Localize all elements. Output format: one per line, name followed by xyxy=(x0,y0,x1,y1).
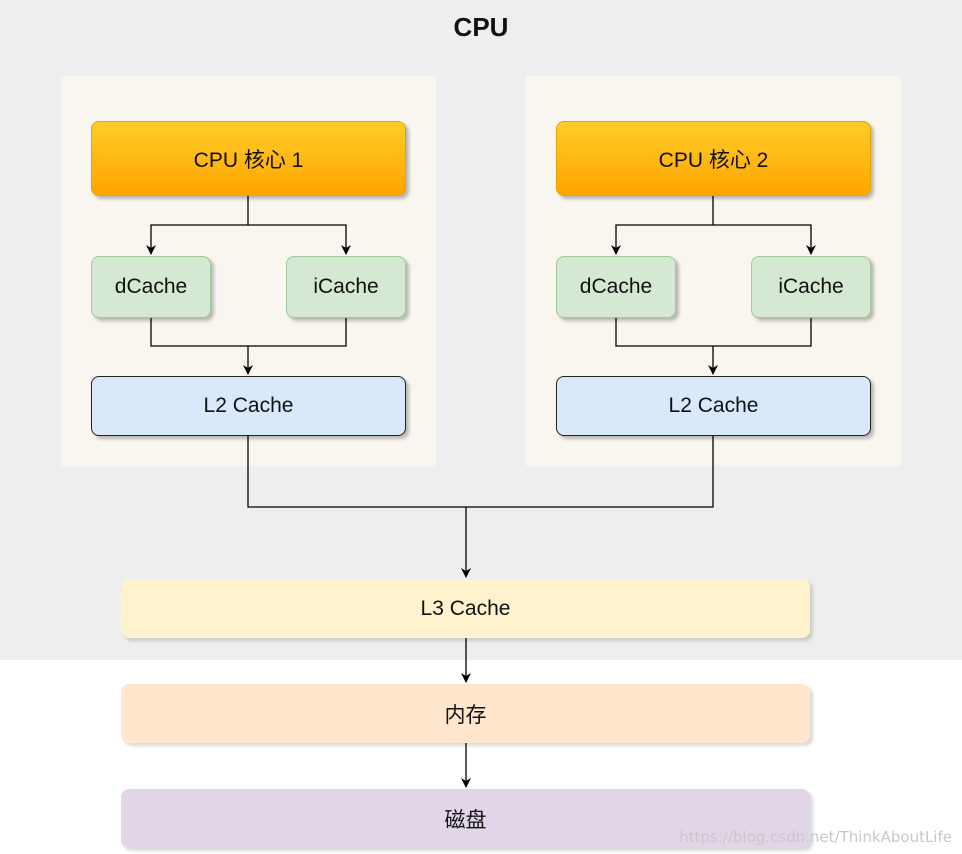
watermark-text: https://blog.csdn.net/ThinkAboutLife xyxy=(679,828,952,846)
cpu-core-2-box[interactable]: CPU 核心 2 xyxy=(556,121,871,196)
core-2-l2-cache-box[interactable]: L2 Cache xyxy=(556,376,871,436)
cpu-title: CPU xyxy=(453,12,509,42)
memory-box[interactable]: 内存 xyxy=(121,684,810,743)
disk-box[interactable]: 磁盘 xyxy=(121,789,810,848)
core-1-icache-box[interactable]: iCache xyxy=(286,256,406,318)
l3-cache-box[interactable]: L3 Cache xyxy=(121,579,810,638)
core-2-icache-box[interactable]: iCache xyxy=(751,256,871,318)
cpu-core-1-box[interactable]: CPU 核心 1 xyxy=(91,121,406,196)
core-1-l2-cache-box[interactable]: L2 Cache xyxy=(91,376,406,436)
core-1-dcache-box[interactable]: dCache xyxy=(91,256,211,318)
core-2-dcache-box[interactable]: dCache xyxy=(556,256,676,318)
